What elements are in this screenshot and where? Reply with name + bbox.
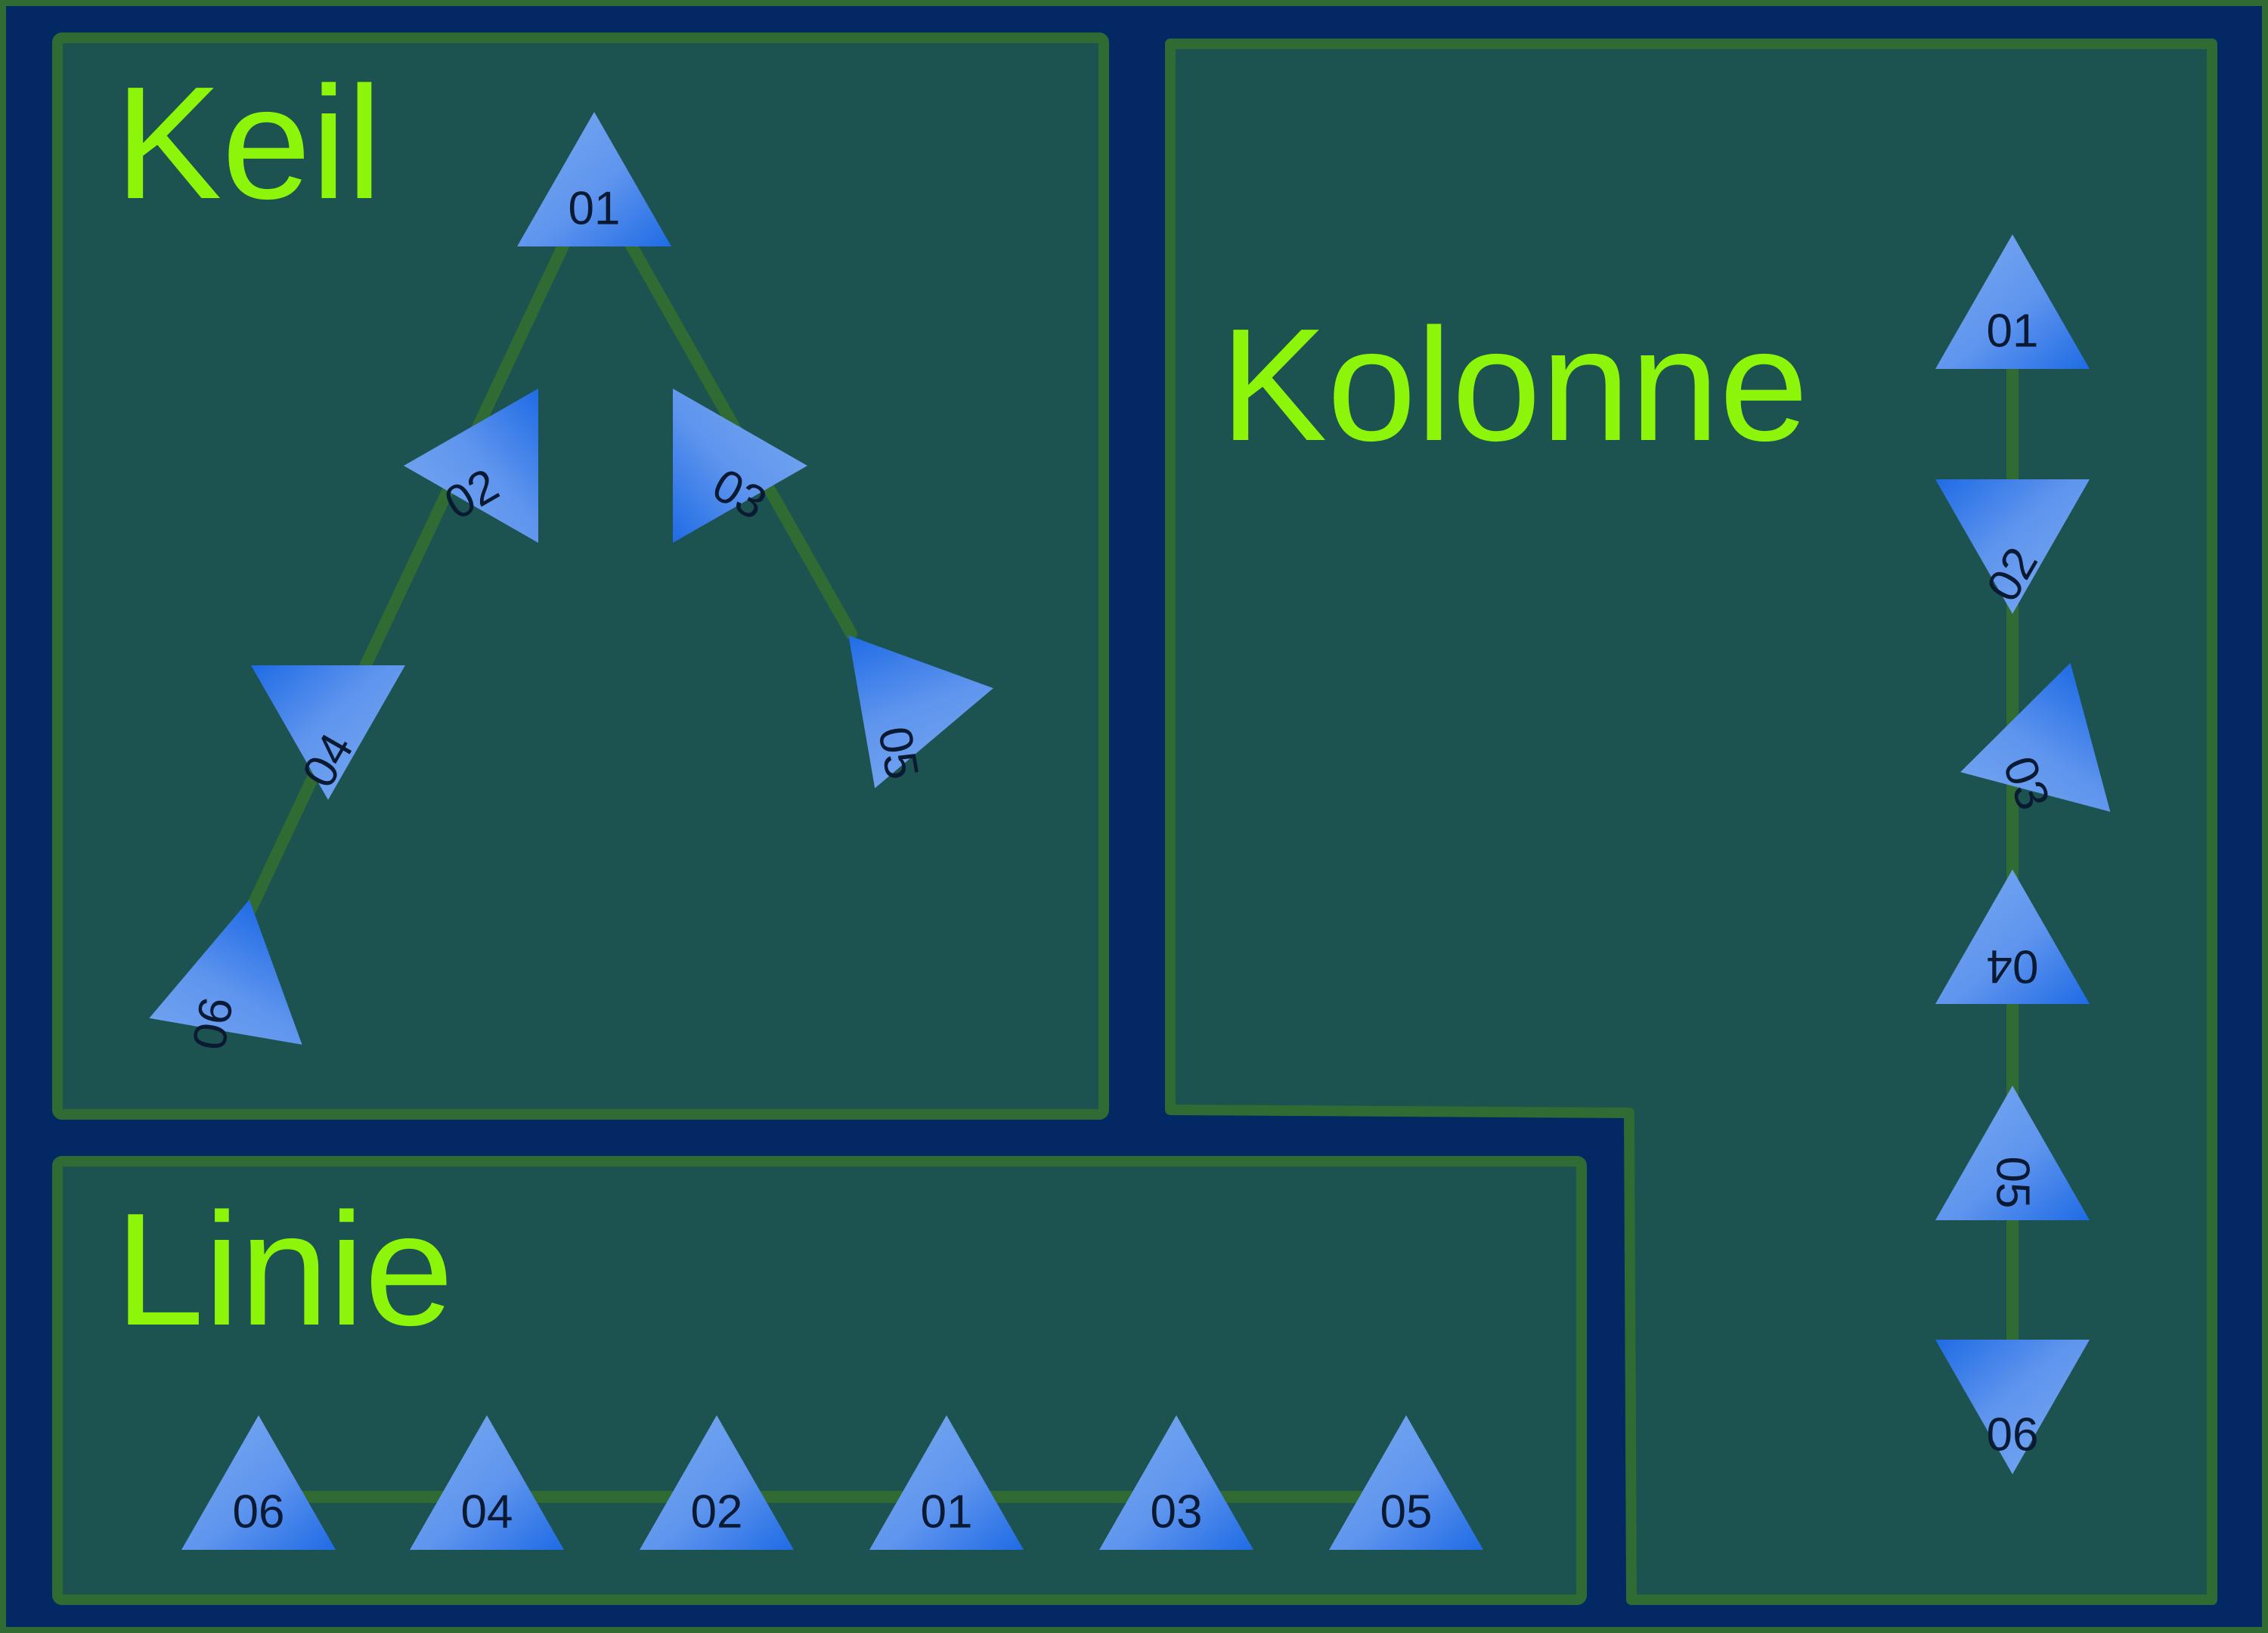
linie-marker-02: 02 — [640, 1415, 794, 1550]
marker-label: 01 — [569, 183, 621, 235]
triangle-marker-icon — [869, 1415, 1024, 1550]
kolonne-title: Kolonne — [1220, 295, 1808, 474]
triangle-marker-icon — [517, 112, 671, 246]
triangle-marker-icon — [848, 635, 993, 789]
linie-title: Linie — [115, 1179, 454, 1359]
kolonne-marker-04: 04 — [1935, 869, 2090, 1004]
triangle-marker-icon — [640, 1415, 794, 1550]
kolonne-marker-01: 01 — [1935, 234, 2090, 369]
triangle-marker-icon — [1099, 1415, 1253, 1550]
triangle-marker-icon — [1935, 479, 2090, 614]
marker-label: 06 — [183, 993, 243, 1054]
marker-label: 06 — [233, 1486, 285, 1538]
marker-label: 05 — [1987, 1157, 2039, 1209]
keil-marker-06: 06 — [149, 900, 302, 1054]
keil-marker-05: 05 — [848, 635, 993, 789]
kolonne-marker-05: 05 — [1935, 1086, 2090, 1220]
keil-title: Keil — [115, 53, 383, 232]
marker-label: 03 — [1151, 1486, 1203, 1538]
marker-label: 06 — [1987, 1409, 2039, 1461]
triangle-marker-icon — [1935, 234, 2090, 369]
triangle-marker-icon — [410, 1415, 564, 1550]
marker-label: 05 — [868, 723, 928, 783]
keil-panel — [52, 33, 1109, 1120]
marker-label: 01 — [1987, 305, 2039, 358]
marker-label: 04 — [461, 1486, 513, 1538]
kolonne-marker-06: 06 — [1935, 1340, 2090, 1474]
triangle-marker-icon — [1935, 1086, 2090, 1220]
triangle-marker-icon — [1960, 662, 2111, 812]
linie-marker-06: 06 — [181, 1415, 336, 1550]
marker-label: 05 — [1380, 1486, 1433, 1538]
triangle-marker-icon — [149, 900, 302, 1045]
marker-label: 01 — [921, 1486, 973, 1538]
triangle-marker-icon — [404, 389, 538, 543]
triangle-marker-icon — [181, 1415, 336, 1550]
triangle-marker-icon — [251, 665, 405, 800]
triangle-marker-icon — [1329, 1415, 1483, 1550]
triangle-marker-icon — [1935, 869, 2090, 1004]
marker-label: 04 — [1987, 940, 2039, 993]
keil-marker-01: 01 — [517, 112, 671, 246]
linie-marker-01: 01 — [869, 1415, 1024, 1550]
marker-label: 02 — [691, 1486, 743, 1538]
triangle-marker-icon — [1935, 1340, 2090, 1474]
triangle-marker-icon — [673, 389, 807, 543]
linie-marker-05: 05 — [1329, 1415, 1483, 1550]
linie-marker-03: 03 — [1099, 1415, 1253, 1550]
linie-marker-04: 04 — [410, 1415, 564, 1550]
